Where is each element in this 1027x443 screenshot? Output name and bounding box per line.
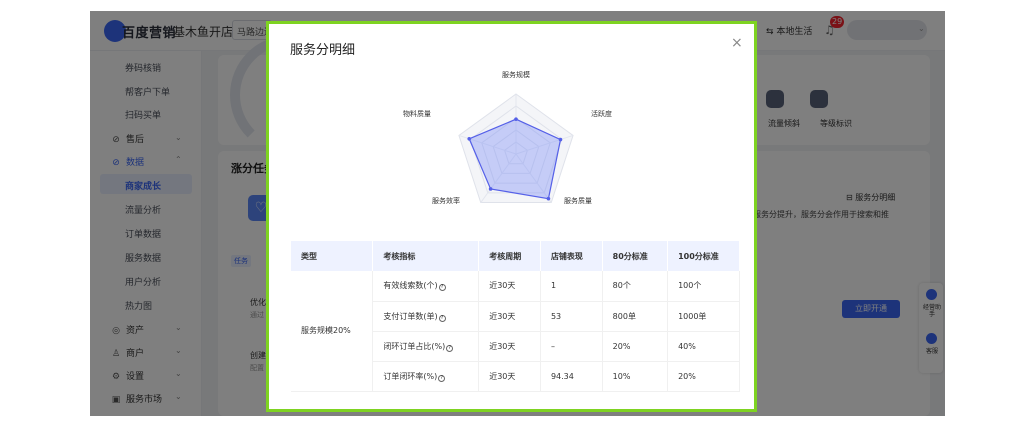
radar-point	[514, 117, 518, 121]
std80-cell: 10%	[602, 361, 669, 392]
metric-label: 订单闭环率(%)	[383, 371, 438, 381]
metric-cell: 支付订单数(单)?	[372, 301, 480, 332]
help-icon[interactable]: ?	[438, 284, 446, 292]
modal-title: 服务分明细	[290, 43, 356, 58]
help-icon[interactable]: ?	[446, 344, 454, 352]
table-header: 考核指标	[372, 241, 480, 271]
performance-cell: –	[540, 331, 603, 362]
std100-cell: 1000单	[667, 301, 740, 332]
table-row: 订单闭环率(%)? 近30天 94.34 10% 20%	[291, 361, 740, 392]
table-header: 80分标准	[602, 241, 669, 271]
radar-area	[468, 118, 562, 200]
metric-cell: 闭环订单占比(%)?	[372, 331, 480, 362]
std80-cell: 20%	[602, 331, 669, 362]
radar-point	[467, 136, 472, 141]
performance-cell: 94.34	[540, 361, 603, 392]
std100-cell: 20%	[667, 361, 740, 392]
metrics-table: 类型 考核指标 考核周期 店铺表现 80分标准 100分标准 服务规模20% 有…	[291, 241, 740, 392]
table-header: 考核周期	[478, 241, 541, 271]
service-score-modal: 服务分明细 × 服务规模活跃度服务质量 服务效率 物料质量 类型 考核指标 考核周期…	[266, 21, 757, 412]
metric-cell: 订单闭环率(%)?	[372, 361, 480, 392]
metric-label: 有效线索数(个)	[383, 281, 438, 291]
metric-label: 闭环订单占比(%)	[383, 341, 446, 351]
radar-point	[546, 196, 551, 201]
table-row: 支付订单数(单)? 近30天 53 800单 1000单	[291, 301, 740, 332]
metric-label: 支付订单数(单)	[383, 311, 438, 321]
help-icon[interactable]: ?	[438, 374, 446, 382]
table-header: 100分标准	[667, 241, 740, 271]
table-header: 店铺表现	[540, 241, 603, 271]
table-header-row: 类型 考核指标 考核周期 店铺表现 80分标准 100分标准	[291, 241, 740, 271]
performance-cell: 53	[540, 301, 603, 332]
table-row: 闭环订单占比(%)? 近30天 – 20% 40%	[291, 331, 740, 362]
std80-cell: 80个	[602, 271, 669, 302]
radar-axis-line	[515, 153, 552, 203]
period-cell: 近30天	[478, 361, 541, 392]
radar-point	[488, 187, 493, 191]
std80-cell: 800单	[602, 301, 669, 332]
radar-axis-line	[480, 153, 517, 203]
radar-chart	[458, 93, 574, 204]
close-icon[interactable]: ×	[731, 35, 743, 51]
radar-points	[467, 117, 563, 201]
radar-axis-label: 服务效率	[432, 197, 460, 205]
type-cell: 服务规模20%	[291, 271, 374, 392]
radar-axis-label: 服务规模	[502, 71, 530, 79]
std100-cell: 40%	[667, 331, 740, 362]
radar-axis-line	[515, 134, 574, 155]
metric-cell: 有效线索数(个)?	[372, 271, 480, 302]
radar-axis-label: 物料质量	[403, 110, 431, 118]
table-header: 类型	[291, 241, 374, 271]
period-cell: 近30天	[478, 301, 541, 332]
radar-grid-ring	[503, 141, 529, 165]
period-cell: 近30天	[478, 331, 541, 362]
std100-cell: 100个	[667, 271, 740, 302]
performance-cell: 1	[540, 271, 603, 302]
radar-grid-ring	[492, 129, 540, 174]
radar-point	[558, 137, 563, 142]
period-cell: 近30天	[478, 271, 541, 302]
help-icon[interactable]: ?	[438, 314, 446, 322]
table-row: 服务规模20% 有效线索数(个)? 近30天 1 80个 100个	[291, 271, 740, 392]
radar-axis-label: 服务质量	[564, 197, 592, 205]
radar-grid-ring	[481, 117, 551, 184]
radar-axis-label: 活跃度	[591, 110, 612, 118]
